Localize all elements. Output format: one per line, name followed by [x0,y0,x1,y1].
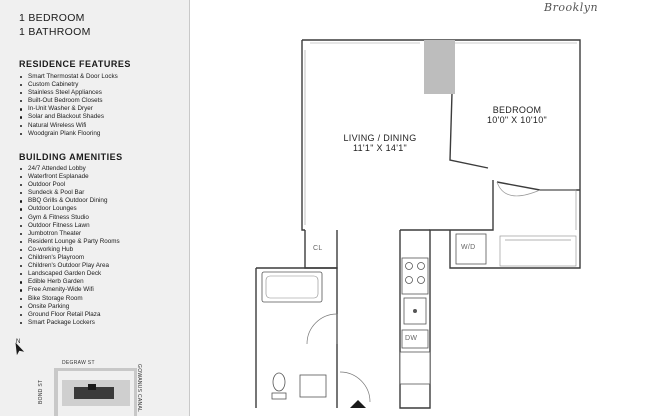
feature-item: In-Unit Washer & Dryer [19,105,118,113]
feature-item: Landscaped Garden Deck [19,270,120,278]
bathtub [261,271,323,303]
feature-item: Outdoor Fitness Lawn [19,222,120,230]
sidebar [0,0,190,416]
feature-item: Ground Floor Retail Plaza [19,311,120,319]
living-room-dims: 11'1" X 14'1" [352,143,408,153]
sidebar-divider [189,0,190,416]
feature-item: BBQ Grills & Outdoor Dining [19,197,120,205]
feature-item: Outdoor Lounges [19,205,120,213]
feature-item: Smart Package Lockers [19,319,120,327]
feature-item: Free Amenity-Wide Wifi [19,286,120,294]
entry-arrow-icon [350,400,366,408]
feature-item: Gym & Fitness Studio [19,214,120,222]
feature-item: Children's Playroom [19,254,120,262]
unit-type: 1 BEDROOM 1 BATHROOM [19,11,91,39]
bedroom-name: BEDROOM [492,105,542,115]
stove [401,257,429,295]
feature-item: Children's Outdoor Play Area [19,262,120,270]
washer-dryer-label: W/D [461,244,476,251]
north-arrow-icon [15,342,25,356]
feature-item: Custom Cabinetry [19,81,118,89]
feature-item: Woodgrain Plank Flooring [19,130,118,138]
feature-item: Sundeck & Pool Bar [19,189,120,197]
street-label-degraw: DEGRAW ST [62,360,95,366]
refrigerator [399,351,431,385]
location-map: DEGRAW ST BOND ST GOWANUS CANAL [30,356,150,416]
feature-item: Bike Storage Room [19,295,120,303]
street-label-canal: GOWANUS CANAL [136,364,142,413]
vanity [299,374,327,398]
living-room-label: LIVING / DINING 11'1" X 14'1" [320,133,440,153]
structural-column [424,40,455,94]
street-label-bond: BOND ST [38,379,44,404]
residence-features-title: RESIDENCE FEATURES [19,59,131,69]
bathroom-count: 1 BATHROOM [19,26,91,38]
building-amenities-title: BUILDING AMENITIES [19,152,123,162]
kitchen-sink [403,297,427,325]
feature-item: Smart Thermostat & Door Locks [19,73,118,81]
feature-item: Natural Wireless Wifi [19,122,118,130]
feature-item: Outdoor Pool [19,181,120,189]
north-label: N [16,339,21,345]
feature-item: Resident Lounge & Party Rooms [19,238,120,246]
bedroom-label: BEDROOM 10'0" X 10'10" [472,105,562,125]
living-room-name: LIVING / DINING [343,133,417,143]
feature-item: Edible Herb Garden [19,278,120,286]
bedroom-count: 1 BEDROOM [19,12,85,24]
dishwasher-label: DW [405,335,418,342]
feature-item: Co-working Hub [19,246,120,254]
feature-item: Solar and Blackout Shades [19,113,118,121]
feature-item: 24/7 Attended Lobby [19,165,120,173]
bedroom-dims: 10'0" X 10'10" [486,115,548,125]
brand-logo: Brooklyn [544,1,599,14]
site-building-mark [74,387,114,399]
toilet [272,372,286,392]
feature-item: Built-Out Bedroom Closets [19,97,118,105]
feature-item: Stainless Steel Appliances [19,89,118,97]
feature-item: Waterfront Esplanade [19,173,120,181]
feature-item: Onsite Parking [19,303,120,311]
closet-label: CL [313,245,323,252]
feature-item: Jumbotron Theater [19,230,120,238]
